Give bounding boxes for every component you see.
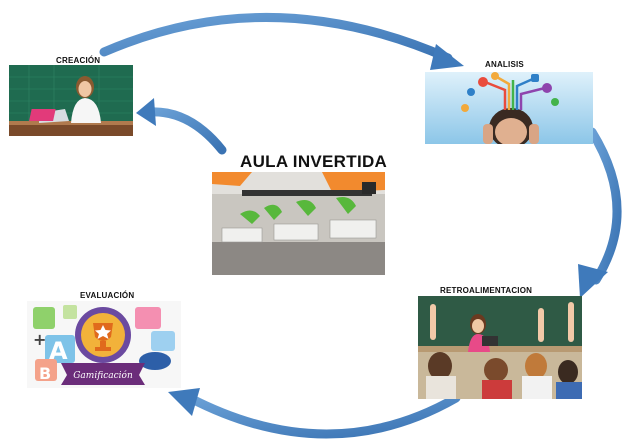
students-raising-hands-photo: [418, 296, 582, 399]
svg-text:+: +: [33, 330, 46, 349]
gamification-badge-graphic: + A B Gamificación: [27, 301, 181, 388]
svg-text:A: A: [49, 337, 68, 365]
node-label-evaluacion: EVALUACIÓN: [80, 291, 135, 300]
node-label-creacion: CREACIÓN: [56, 56, 101, 65]
center-title: AULA INVERTIDA: [240, 152, 388, 171]
svg-text:B: B: [39, 364, 51, 383]
arrow-analisis-to-retroalimentacion: [578, 127, 622, 298]
arrow-center-to-creacion: [136, 98, 227, 155]
classroom-photo: [212, 172, 385, 275]
arrow-retroalimentacion-to-evaluacion: [168, 388, 461, 439]
gamificacion-badge-text: Gamificación: [73, 370, 133, 381]
node-label-retroalimentacion: RETROALIMENTACION: [440, 286, 533, 295]
node-label-analisis: ANALISIS: [485, 60, 524, 69]
teacher-at-laptop-photo: [9, 65, 133, 136]
arrow-creacion-to-analisis: [99, 13, 464, 70]
thinking-head-icons-photo: [425, 72, 593, 144]
